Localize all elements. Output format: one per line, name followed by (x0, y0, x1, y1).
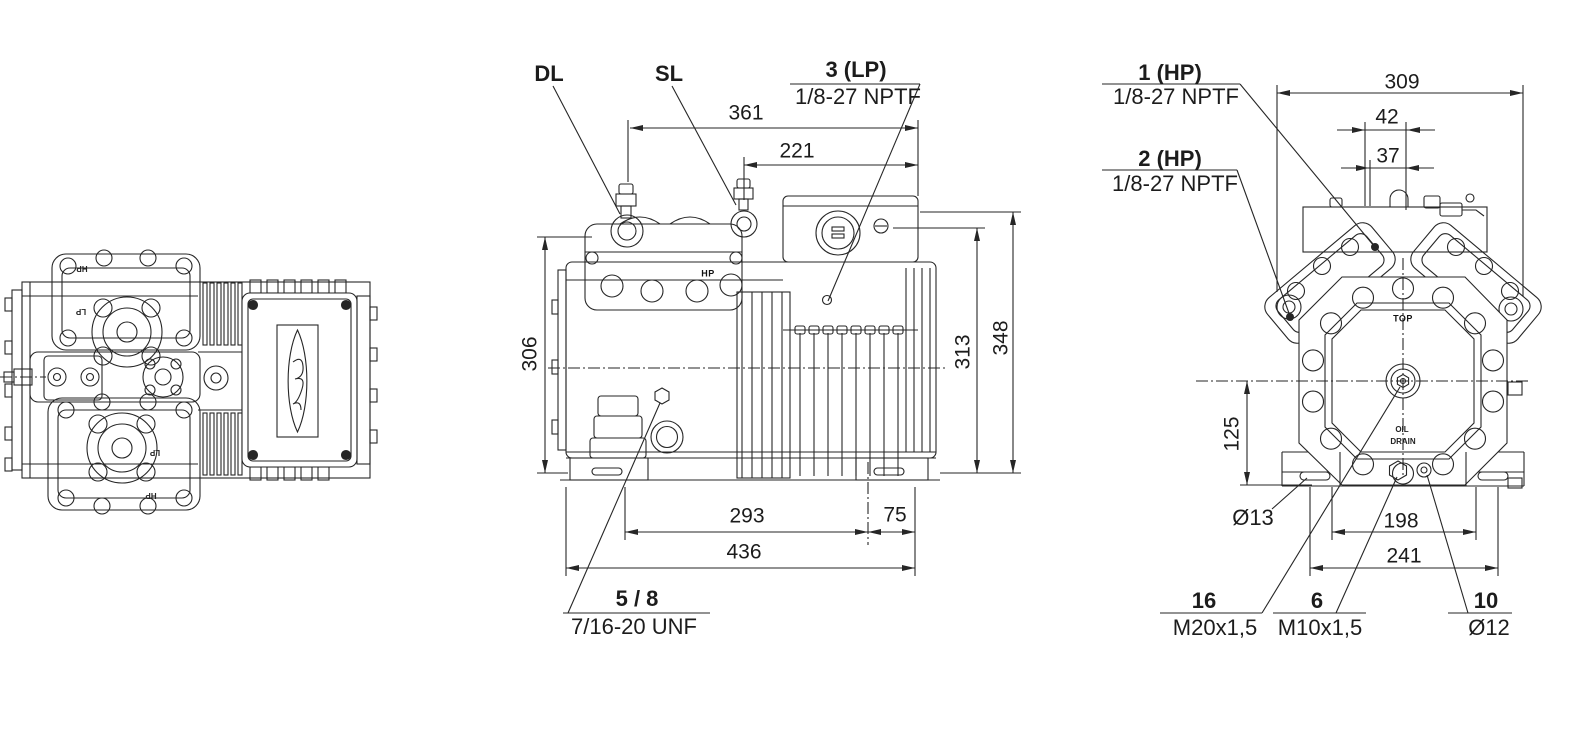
port10-leader (1426, 474, 1469, 614)
mark-top: TOP (1393, 313, 1413, 324)
top-view-terminal-box (241, 279, 378, 481)
top-view-mark-lp-lower: LP (149, 448, 161, 457)
port2-label: 2 (HP) (1138, 146, 1202, 171)
dim-313: 313 (951, 334, 975, 370)
dim-221: 221 (779, 139, 815, 163)
dim-198: 198 (1383, 509, 1419, 533)
port6-label: 6 (1310, 588, 1324, 613)
side-view-feet (1282, 452, 1524, 487)
front-view-drawing (548, 178, 948, 481)
pin-hole (1416, 462, 1432, 478)
port1-label: 1 (HP) (1138, 60, 1202, 85)
dim-293: 293 (729, 504, 765, 528)
oil-port-thread: 7/16-20 UNF (571, 614, 697, 639)
logo-plate (276, 324, 319, 438)
side-view-piping (1329, 189, 1485, 217)
port16-thread: M20x1,5 (1172, 615, 1258, 640)
top-view-mark-lp-upper: LP (75, 307, 87, 316)
oil-port-label: 5 / 8 (615, 586, 659, 611)
side-view-drawing (1196, 189, 1542, 489)
front-view-fins (736, 268, 931, 479)
top-view-mark-hp-lower: HP (145, 491, 157, 500)
hp1-leader (1239, 83, 1375, 247)
front-view-terminal-box (782, 195, 919, 331)
oil-pump (589, 395, 647, 459)
front-view-head (584, 216, 743, 311)
discharge-valve (610, 183, 644, 248)
front-view-feet (560, 457, 940, 481)
hole13-label: Ø13 (1232, 505, 1274, 530)
dim-361: 361 (728, 101, 764, 125)
dim-436: 436 (726, 540, 762, 564)
dim-309: 309 (1384, 70, 1420, 94)
dim-125: 125 (1220, 416, 1244, 452)
dim-75: 75 (883, 503, 907, 527)
dim-306: 306 (518, 336, 542, 372)
hole13-leader (1271, 477, 1308, 510)
port10-thread: Ø12 (1468, 615, 1510, 640)
oil-port-leader (567, 402, 661, 614)
port2-thread: 1/8-27 NPTF (1112, 171, 1238, 196)
brand-logo-script (292, 358, 304, 411)
hp2-leader (1236, 169, 1291, 317)
port3-thread: 1/8-27 NPTF (795, 84, 921, 109)
port10-label: 10 (1473, 588, 1499, 613)
port16-leader (1261, 386, 1401, 614)
front-head-mark: HP (701, 268, 715, 279)
side-view-dimensions (1102, 83, 1524, 614)
front-view-dimensions (537, 83, 1021, 614)
sl-leader (671, 85, 737, 206)
mark-oil: OIL (1395, 425, 1409, 434)
top-view-mark-hp-upper: HP (76, 264, 88, 273)
port6-thread: M10x1,5 (1277, 615, 1363, 640)
brand-logo-lens (287, 328, 308, 434)
mark-drain: DRAIN (1390, 437, 1416, 446)
lp-port-hole (821, 294, 833, 306)
top-view-upper-head (51, 249, 201, 368)
top-view-manifold (3, 351, 201, 403)
oil-drain-plug (1388, 460, 1408, 481)
dim-37: 37 (1376, 144, 1400, 168)
oil-fill-plug (654, 387, 670, 405)
port1-thread: 1/8-27 NPTF (1113, 84, 1239, 109)
top-view-drawing (0, 249, 378, 515)
lp3-leader (827, 83, 921, 302)
port16-label: 16 (1191, 588, 1217, 613)
port-sl-label: SL (654, 61, 684, 86)
dim-241: 241 (1386, 544, 1422, 568)
port-dl-label: DL (534, 61, 564, 86)
port6-leader (1335, 476, 1398, 614)
top-view-fins (202, 282, 243, 476)
top-view-lower-head (47, 393, 201, 515)
dim-348: 348 (989, 320, 1013, 356)
dim-42: 42 (1375, 105, 1399, 129)
port3-label: 3 (LP) (825, 57, 887, 82)
oil-sight-glass (650, 420, 684, 454)
dl-leader (552, 85, 621, 215)
